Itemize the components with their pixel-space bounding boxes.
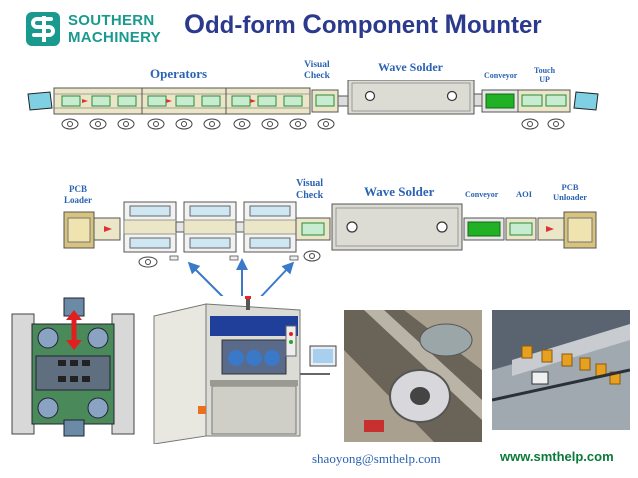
title-cap-2: C [302, 9, 322, 39]
line1-touch-up-line1: Touch [534, 66, 556, 75]
line2-pcb-unloader-label: PCB Unloader [553, 182, 587, 202]
line1-wave-solder-label: Wave Solder [378, 60, 443, 74]
line1-touch-up-station [517, 89, 571, 113]
line2-diagram [63, 201, 597, 268]
line2-visual-check-label: Visual Check [296, 178, 323, 202]
line2-pcb-loader-line2: Loader [64, 195, 92, 205]
line2-pcb-unloader-line2: Unloader [553, 192, 587, 202]
line1-conveyor-label: Conveyor [484, 71, 518, 80]
line2-operator-chair-icon [303, 250, 321, 262]
line1-diagram [27, 80, 599, 130]
top-view-drawing [8, 296, 138, 438]
line2-conveyor [463, 217, 505, 241]
title-rest-2: omponent [321, 12, 445, 39]
line2-wave-solder-machine [331, 203, 463, 251]
line2-pcb-unloader [537, 211, 597, 249]
conveyor-closeup-photo [492, 310, 630, 430]
line2-aoi-station [505, 217, 537, 241]
line2-wave-solder-label: Wave Solder [364, 184, 435, 199]
website-link[interactable]: www.smthelp.com [500, 449, 614, 464]
operator-chair-icons [61, 118, 335, 130]
page-title: Odd-form Component Mounter [184, 9, 542, 40]
logo: SOUTHERN MACHINERY [24, 10, 172, 50]
logo-line-1: SOUTHERN [68, 12, 155, 29]
line2-visual-check-line2: Check [296, 190, 324, 201]
line1-touch-up-line2: UP [539, 75, 550, 84]
odd-form-mounter-3 [243, 201, 297, 253]
line2-pcb-loader-label: PCB Loader [64, 184, 92, 206]
line1-visual-check-line1: Visual [304, 60, 330, 70]
line2-pcb-unloader-line1: PCB [561, 182, 579, 192]
line2-mounter-chair-icons [138, 256, 158, 268]
line1-visual-check-line2: Check [304, 71, 330, 81]
contact-email[interactable]: shaoyong@smthelp.com [312, 451, 441, 466]
mounter-machine-photo [150, 296, 340, 444]
feeder-closeup-photo [344, 310, 482, 442]
line1-conveyor [481, 89, 519, 113]
line2-pcb-loader [63, 211, 121, 249]
line1-operator-belt [53, 87, 311, 115]
line1-wave-solder-machine [347, 80, 475, 115]
line2-visual-check-station [295, 217, 331, 241]
title-cap-1: O [184, 9, 206, 39]
line1-right-monitor-icon [573, 91, 599, 111]
title-rest-1: dd-form [205, 12, 303, 39]
odd-form-mounter-1 [123, 201, 177, 253]
line1-visual-check-station [311, 89, 339, 113]
line2-conveyor-label: Conveyor [465, 190, 499, 199]
title-cap-3: M [444, 9, 467, 39]
touch-up-chair-icons [521, 118, 565, 130]
line2-pcb-loader-line1: PCB [69, 184, 87, 194]
line1-left-monitor-icon [27, 91, 53, 111]
logo-line-2: MACHINERY [68, 29, 161, 46]
line1-visual-check-label: Visual Check [304, 60, 330, 82]
line1-touch-up-label: Touch UP [534, 66, 555, 84]
odd-form-mounter-2 [183, 201, 237, 253]
title-rest-3: ounter [466, 12, 542, 39]
logo-mark-icon [26, 12, 60, 46]
line2-visual-check-line1: Visual [296, 178, 324, 189]
line1-operators-label: Operators [150, 66, 208, 81]
line2-aoi-label: AOI [516, 189, 533, 199]
